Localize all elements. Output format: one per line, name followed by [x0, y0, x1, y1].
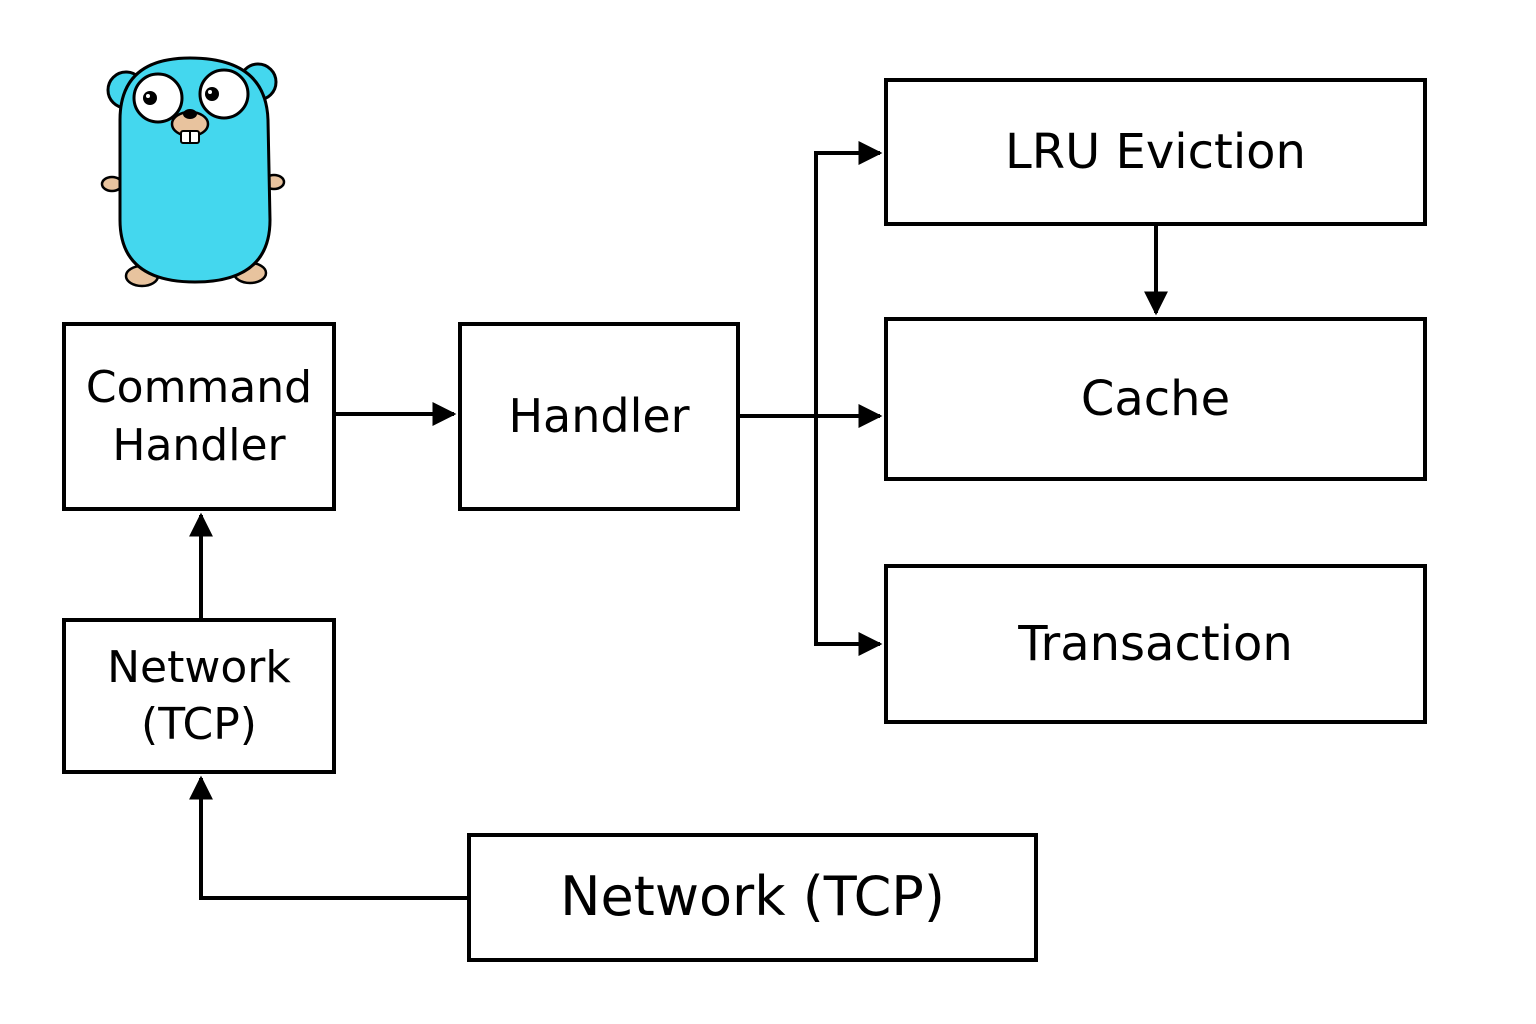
node-handler-label: Handler — [508, 388, 690, 443]
node-command-handler: Command Handler — [62, 322, 336, 511]
node-cache-label: Cache — [1080, 370, 1231, 427]
node-transaction-label: Transaction — [1018, 615, 1293, 672]
node-command-handler-label: Command Handler — [85, 362, 313, 471]
gopher-eye-left — [132, 72, 184, 124]
node-lru-eviction-label: LRU Eviction — [1005, 123, 1306, 180]
node-transaction: Transaction — [884, 564, 1427, 724]
gopher-nose — [183, 109, 197, 119]
node-network-tcp-bottom-label: Network (TCP) — [560, 865, 945, 929]
node-network-tcp-small-label: Network (TCP) — [107, 641, 291, 750]
node-lru-eviction: LRU Eviction — [884, 78, 1427, 226]
node-cache: Cache — [884, 317, 1427, 481]
node-network-tcp-bottom: Network (TCP) — [467, 833, 1038, 962]
node-handler: Handler — [458, 322, 740, 511]
node-network-tcp-small: Network (TCP) — [62, 618, 336, 774]
gopher-eye-right — [198, 68, 250, 120]
edge-network-bottom-to-network-small — [189, 775, 467, 900]
gopher-pupil-left — [143, 91, 157, 105]
gopher-mascot-icon — [100, 56, 286, 288]
gopher-pupil-right — [205, 87, 219, 101]
